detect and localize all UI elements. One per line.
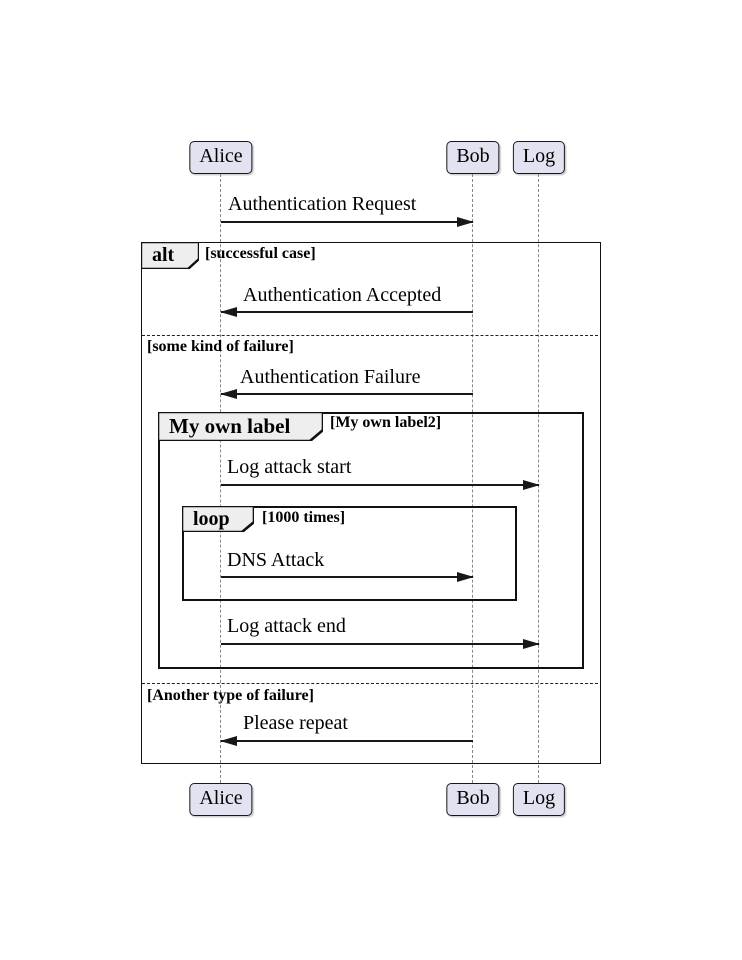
message-log-attack-start-label: Log attack start [227, 456, 352, 478]
message-please-repeat-label: Please repeat [243, 712, 348, 734]
message-authentication-failure-label: Authentication Failure [240, 366, 421, 388]
loop-frame-label: loop [193, 507, 230, 530]
participant-bob-top: Bob [446, 141, 500, 174]
lifeline-log [538, 174, 539, 783]
arrow-log-attack-end [221, 643, 539, 645]
arrow-log-attack-start [221, 484, 539, 486]
alt-frame-tab: alt [141, 242, 199, 269]
arrow-please-repeat [221, 740, 473, 742]
section-label-another-type-of-failure: [Another type of failure] [147, 687, 314, 704]
custom-frame [158, 412, 584, 669]
section-label-some-kind-of-failure: [some kind of failure] [147, 338, 294, 355]
loop-condition-label: [1000 times] [262, 509, 346, 526]
arrow-dns-attack [221, 576, 473, 578]
arrow-authentication-failure [221, 393, 473, 395]
message-dns-attack-label: DNS Attack [227, 549, 325, 571]
alt-frame-tab-shape [141, 242, 199, 269]
divider-some-kind-of-failure [142, 335, 598, 336]
alt-condition-label: [successful case] [205, 245, 316, 262]
loop-frame-tab: loop [182, 506, 254, 532]
alt-frame [141, 242, 601, 764]
message-authentication-request-label: Authentication Request [228, 193, 417, 215]
message-log-attack-end-label: Log attack end [227, 615, 346, 637]
custom-frame-tab-shape [158, 412, 323, 441]
participant-bob-bottom: Bob [446, 783, 500, 816]
lifeline-bob [472, 174, 473, 783]
alt-frame-label: alt [152, 244, 175, 266]
divider-another-type-of-failure [142, 683, 598, 684]
participant-alice-top: Alice [189, 141, 253, 174]
custom-frame-label: My own label [169, 414, 291, 438]
arrow-authentication-request [221, 221, 473, 223]
participant-log-bottom: Log [512, 783, 566, 816]
custom-condition-label: [My own label2] [330, 414, 442, 431]
message-authentication-accepted-label: Authentication Accepted [243, 284, 442, 306]
custom-frame-tab: My own label [158, 412, 323, 441]
participant-alice-bottom: Alice [189, 783, 253, 816]
loop-frame [182, 506, 517, 601]
loop-frame-tab-shape [182, 506, 254, 532]
lifeline-alice [220, 174, 221, 783]
participant-log-top: Log [512, 141, 566, 174]
arrow-authentication-accepted [221, 311, 473, 313]
